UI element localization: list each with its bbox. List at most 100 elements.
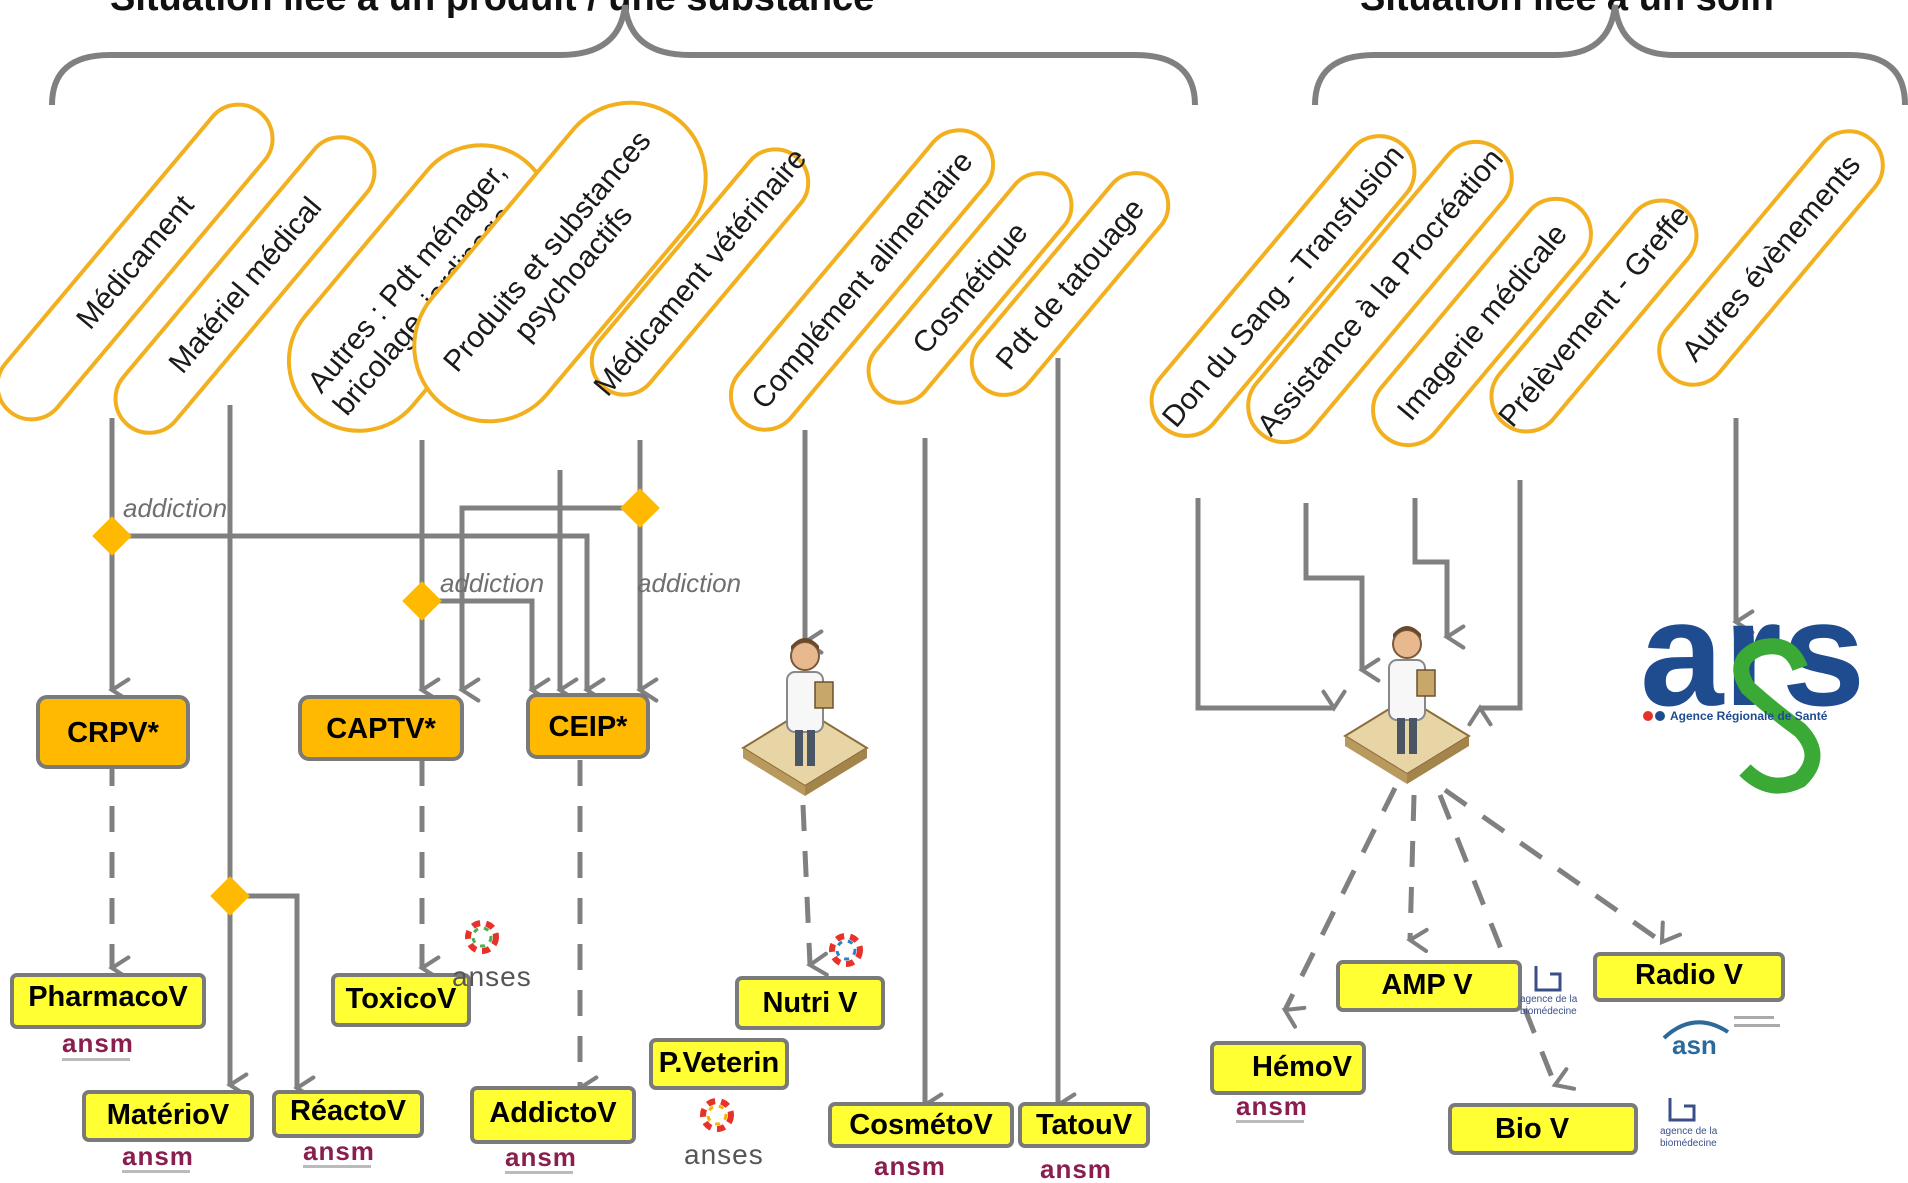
ansm-logo: ansm [874, 1151, 946, 1181]
abm-logo: agence de la biomédecine [1660, 1098, 1718, 1149]
connector-autres-ceip [422, 598, 551, 703]
vigilance-addictov-label: AddictoV [489, 1097, 617, 1129]
doctor-icon [1343, 626, 1471, 784]
anses-logo [700, 1098, 734, 1132]
doctor-icon [741, 638, 869, 796]
vigilance-tatouv-label: TatouV [1036, 1109, 1133, 1141]
vigilance-radiov-label: Radio V [1635, 959, 1744, 991]
centre-crpv-label: CRPV* [67, 717, 160, 749]
vigilance-radiov: Radio V [1593, 952, 1785, 1002]
ansm-logos: ansm ansm ansm ansm ansm ansm ansm [62, 1028, 1307, 1183]
addiction-label: addiction [123, 493, 227, 523]
vigilance-biov: Bio V [1448, 1103, 1638, 1155]
vigilance-cosmetov-label: CosmétoV [849, 1109, 993, 1141]
dashed-connectors [108, 760, 1683, 1101]
brace-care [1312, 4, 1908, 106]
vigilance-hemov-label: HémoV [1252, 1051, 1353, 1083]
vigilance-cosmetov: CosmétoV [828, 1102, 1014, 1148]
vigilance-boxes: PharmacoV MatérioV RéactoV ToxicoV Addic… [10, 952, 1785, 1155]
svg-text:ansm: ansm [1040, 1154, 1112, 1183]
brace-product [49, 4, 1198, 106]
category-pill-shape [113, 135, 377, 435]
asn-logo: asn [1662, 1016, 1780, 1060]
category-pill-shape [1489, 198, 1699, 434]
category-pill-shape [866, 171, 1074, 405]
vigilance-nutriv: Nutri V [735, 976, 885, 1030]
vigilance-hemov: HémoV [1210, 1041, 1366, 1095]
ars-subtitle: Agence Régionale de Santé [1670, 709, 1828, 723]
svg-text:ansm: ansm [874, 1151, 946, 1181]
category-pill-shape [589, 147, 811, 397]
anses-logo-text: anses [452, 961, 532, 992]
category-pill-shape [969, 171, 1171, 397]
vigilance-materiov-label: MatérioV [107, 1099, 230, 1131]
ansm-logo: ansm [505, 1142, 576, 1174]
addiction-label: addiction [440, 568, 544, 598]
vigilance-reactov: RéactoV [272, 1090, 424, 1138]
connectors-care [1195, 418, 1755, 727]
svg-text:ansm: ansm [303, 1136, 375, 1166]
dash-medecin-hemov [1281, 786, 1398, 1029]
category-pill-shape [1371, 196, 1593, 448]
connector-vet-captv [458, 505, 640, 703]
dash-medecin-nutriv [800, 804, 829, 977]
ansm-logo: ansm [62, 1028, 134, 1061]
ansm-logo: ansm [1040, 1154, 1112, 1183]
vigilance-ampv-label: AMP V [1381, 969, 1473, 1001]
vigilance-pharmacov: PharmacoV [10, 973, 206, 1029]
category-pill-shape [1149, 134, 1417, 438]
vigilance-pharmacov-label: PharmacoV [28, 981, 188, 1013]
svg-text:agence de la: agence de la [1520, 994, 1578, 1005]
category-pill-shape [728, 128, 996, 432]
vigilance-addictov: AddictoV [470, 1086, 636, 1144]
ansm-logo: ansm [1236, 1091, 1307, 1123]
connectors [108, 358, 1077, 1118]
connector-imagerie-medecin [1412, 498, 1466, 650]
vigilance-biov-label: Bio V [1495, 1113, 1570, 1145]
connector-medicament-ceip [112, 533, 606, 703]
vigilance-toxicov-label: ToxicoV [346, 983, 457, 1015]
vigilance-tatouv: TatouV [1018, 1102, 1150, 1148]
svg-text:ansm: ansm [62, 1028, 134, 1058]
centre-crpv: CRPV* [36, 695, 190, 769]
vigilance-toxicov: ToxicoV [331, 973, 471, 1027]
junction-medicament [92, 516, 132, 556]
category-pill-shape [1246, 139, 1514, 445]
anses-logo [465, 920, 499, 954]
connector-materiel-reactov [230, 893, 316, 1101]
connector-greffe-medecin [1467, 480, 1523, 727]
svg-text:agence de la: agence de la [1660, 1126, 1718, 1137]
ansm-logo: ansm [303, 1136, 375, 1168]
dash-medecin-radiov [1443, 787, 1683, 946]
svg-text:ansm: ansm [122, 1141, 194, 1171]
vigilance-nutriv-label: Nutri V [762, 987, 858, 1019]
centre-ceip: CEIP* [526, 693, 650, 759]
dash-medecin-ampv [1406, 794, 1429, 953]
vigilance-ampv: AMP V [1336, 960, 1522, 1012]
vigilance-reactov-label: RéactoV [290, 1095, 407, 1127]
svg-text:asn: asn [1672, 1030, 1717, 1060]
vigilance-materiov: MatérioV [82, 1090, 254, 1142]
vigilance-pveterin-label: P.Veterin [659, 1047, 779, 1079]
category-pill-shape [1657, 129, 1885, 387]
junction-veterinaire [620, 488, 660, 528]
connector-procreation-medecin [1303, 503, 1381, 683]
category-pill-shape [0, 102, 275, 422]
connector-sang-medecin [1195, 498, 1347, 712]
junction-diamonds [92, 488, 660, 916]
addiction-label: addiction [637, 568, 741, 598]
anses-logo-text: anses [684, 1139, 764, 1170]
centre-captv-label: CAPTV* [326, 713, 436, 745]
category-label: Autres évènements [1676, 149, 1867, 368]
centre-ceip-label: CEIP* [549, 711, 629, 743]
svg-text:biomédecine: biomédecine [1520, 1006, 1577, 1017]
anses-logos: anses anses [452, 920, 863, 1170]
abm-logo: agence de la biomédecine [1520, 966, 1578, 1017]
centre-captv: CAPTV* [298, 695, 464, 761]
svg-text:biomédecine: biomédecine [1660, 1138, 1717, 1149]
heading-care: Situation liée à un soin [1360, 0, 1774, 19]
dash-medecin-biov [1437, 794, 1577, 1091]
ansm-logo: ansm [122, 1141, 194, 1173]
